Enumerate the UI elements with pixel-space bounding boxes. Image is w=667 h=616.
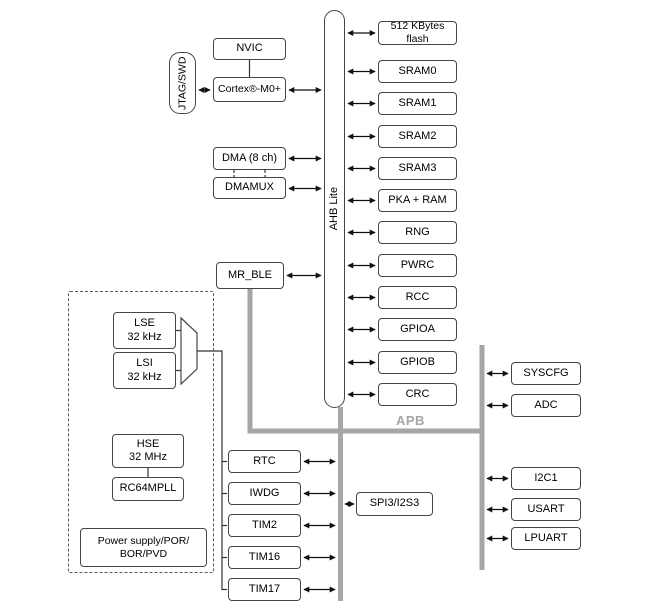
block-mr-ble: MR_BLE [216,262,284,289]
block-lsi: LSI 32 kHz [113,352,176,389]
power-line1: Power supply/POR/ [97,534,190,547]
bus-ahb-lite: AHB Lite [324,10,345,408]
block-sram1: SRAM1 [378,92,457,115]
line-clock-trunk [197,350,227,591]
block-gpioa: GPIOA [378,318,457,341]
lsi-freq: 32 kHz [127,370,162,383]
jtag-label: JTAG/SWD [176,56,189,110]
block-nvic: NVIC [213,38,286,60]
block-rtc: RTC [228,450,301,473]
block-crc: CRC [378,383,457,406]
block-dmamux: DMAMUX [213,177,286,199]
block-dma: DMA (8 ch) [213,147,286,170]
lse-freq: 32 kHz [127,330,162,343]
plain-connectors [147,60,251,591]
power-line2: BOR/PVD [119,547,168,560]
block-rc64mpll: RC64MPLL [112,477,184,501]
block-i2c1: I2C1 [511,467,581,490]
block-pka-ram: PKA + RAM [378,189,457,212]
block-syscfg: SYSCFG [511,362,581,385]
hse-freq: 32 MHz [129,451,167,463]
block-lse: LSE 32 kHz [113,312,176,349]
lse-name: LSE [134,317,155,330]
block-hse: HSE 32 MHz [112,434,184,468]
block-cortex-m0: Cortex®-M0+ [213,77,286,102]
block-iwdg: IWDG [228,482,301,505]
block-512k-flash: 512 KBytes flash [378,20,457,45]
block-tim16: TIM16 [228,546,301,569]
block-lpuart: LPUART [511,527,581,550]
clock-power-region [68,291,214,573]
clock-mux-shape [180,316,198,386]
block-adc: ADC [511,394,581,417]
block-sram3: SRAM3 [378,157,457,180]
block-usart: USART [511,498,581,521]
block-jtag-swd: JTAG/SWD [169,52,196,114]
block-rng: RNG [378,221,457,244]
apb-bus-label: APB [396,413,425,428]
double-arrows [198,30,509,593]
block-power-supply: Power supply/POR/ BOR/PVD [80,528,207,567]
block-spi3-i2s3: SPI3/I2S3 [356,492,433,516]
lsi-name: LSI [136,357,153,370]
block-sram2: SRAM2 [378,125,457,148]
block-pwrc: PWRC [378,254,457,277]
hse-name: HSE [136,437,160,450]
block-tim17: TIM17 [228,578,301,601]
block-rcc: RCC [378,286,457,309]
block-tim2: TIM2 [228,514,301,537]
block-gpiob: GPIOB [378,351,457,374]
dma-dmamux-links [233,170,266,177]
gray-bus-lines [247,289,485,601]
block-sram0: SRAM0 [378,60,457,83]
ahb-lite-label: AHB Lite [327,187,340,231]
